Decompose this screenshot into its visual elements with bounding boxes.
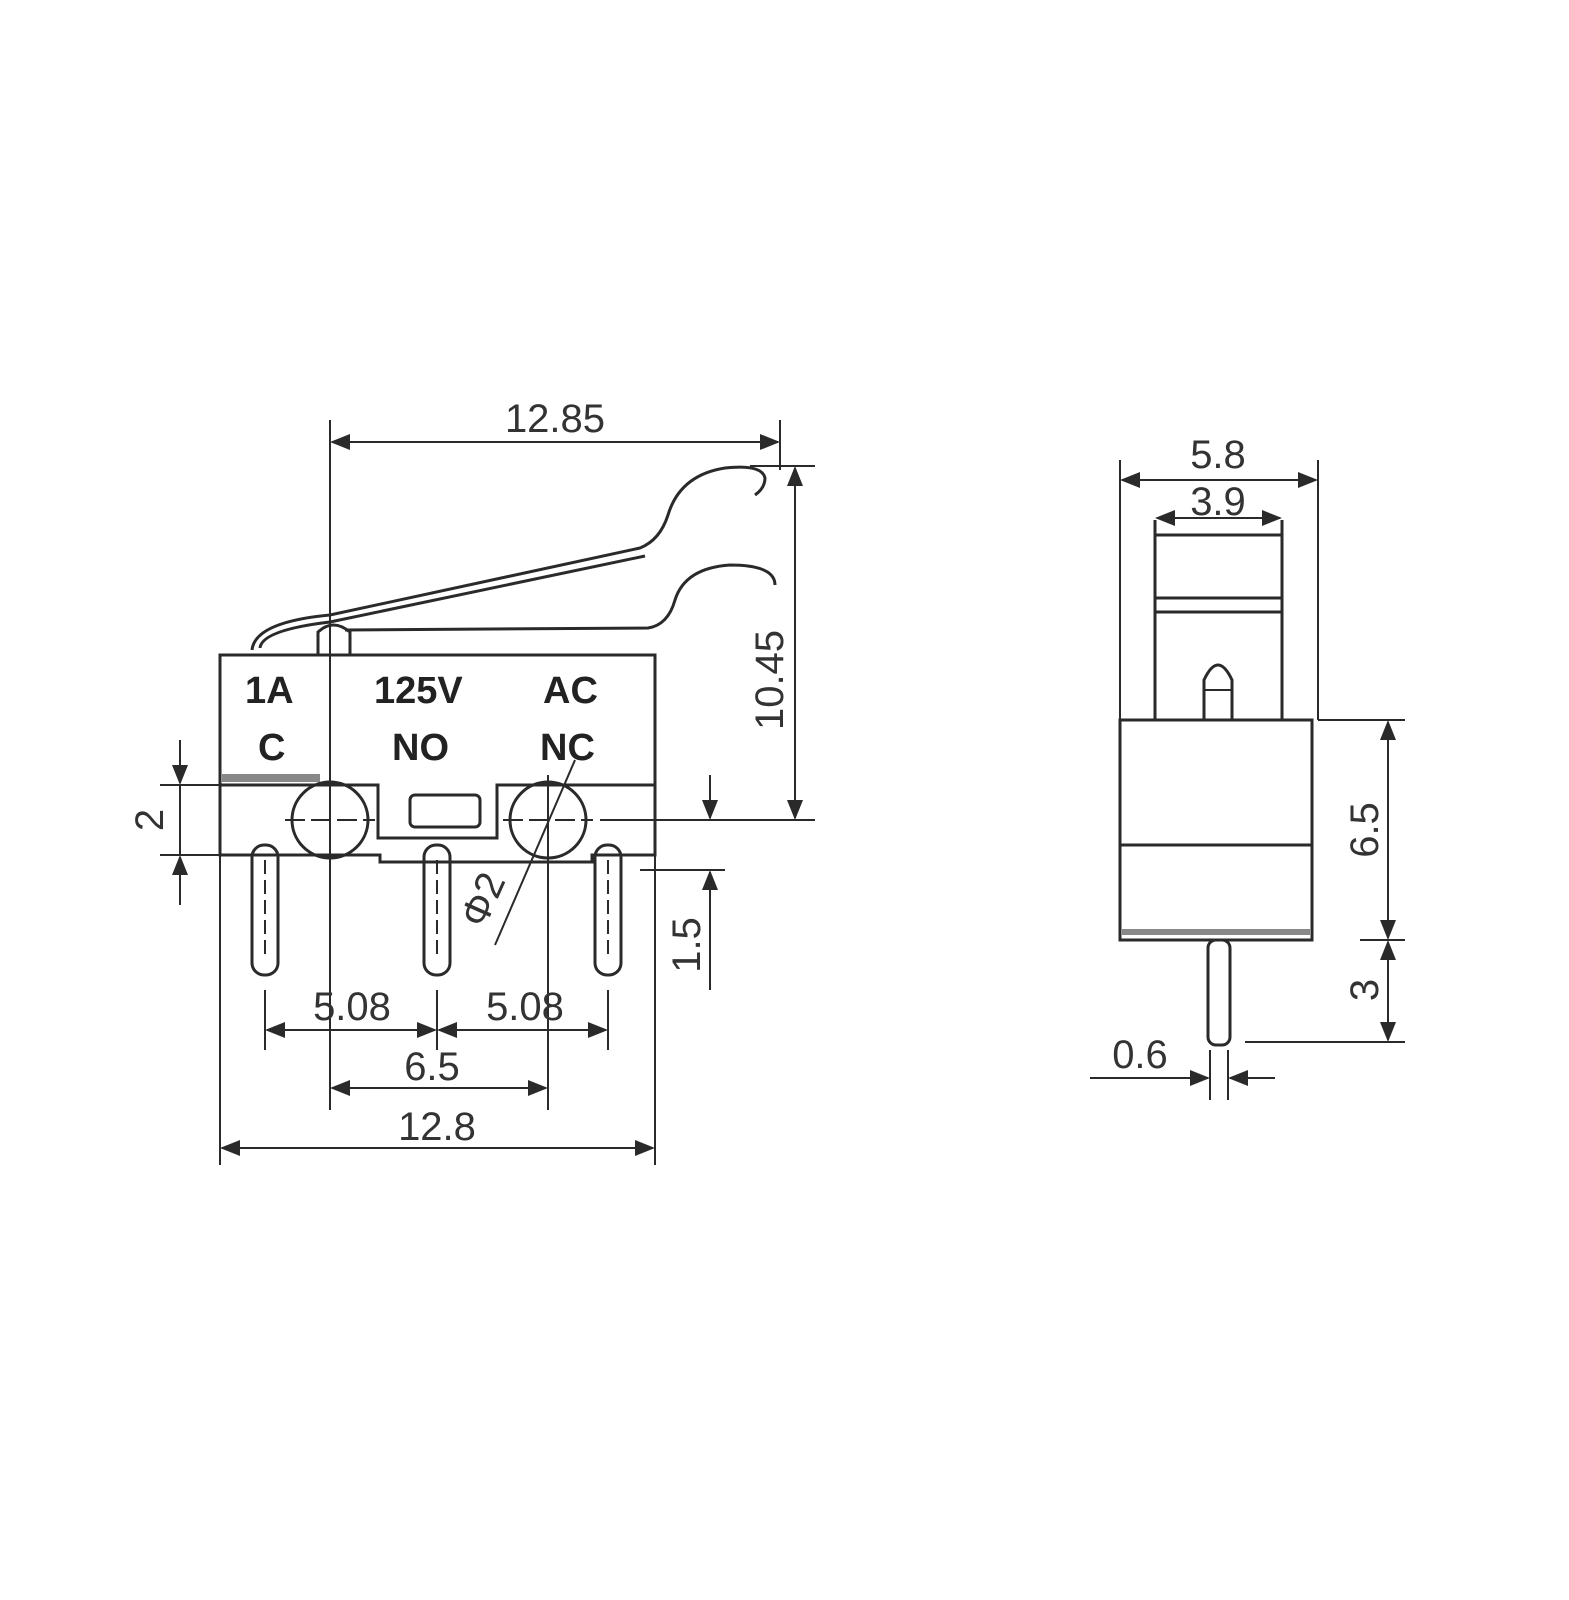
lever-spring: [344, 563, 777, 632]
dim-side-width: 5.8: [1190, 433, 1246, 477]
switch-body: [218, 653, 657, 864]
dim-pin-offset: 1.5: [665, 917, 709, 973]
label-no: NO: [392, 727, 449, 769]
side-body: [1118, 718, 1314, 942]
pins: [250, 843, 623, 977]
label-nc: NC: [540, 727, 595, 769]
dim-side-body-height: 6.5: [1343, 802, 1387, 858]
plunger: [316, 623, 352, 655]
dim-hole-offset: 2: [128, 809, 172, 831]
body-channel: [220, 783, 655, 840]
dim-pin-pitch-left: 5.08: [313, 985, 391, 1029]
dim-pin-thickness: 0.6: [1112, 1033, 1168, 1077]
label-ac: AC: [543, 670, 598, 712]
lever-arm-inner: [258, 554, 646, 649]
side-pin: [1206, 938, 1232, 1047]
dim-hole-spacing: 6.5: [404, 1045, 460, 1089]
dim-height: 10.45: [748, 630, 792, 730]
dim-pin-pitch-right: 5.08: [486, 985, 564, 1029]
actuator-window: [408, 793, 482, 829]
lever-arm: [250, 465, 767, 651]
dim-inner-width: 3.9: [1190, 480, 1246, 524]
dim-pin-length: 3: [1343, 979, 1387, 1001]
side-plunger: [1202, 663, 1234, 720]
dim-lever-length: 12.85: [505, 397, 605, 441]
front-view: 1A 125V AC C NO NC 12.85 10.45 2 1.5 Φ2: [128, 397, 815, 1165]
label-common: C: [258, 727, 285, 769]
dim-body-width: 12.8: [398, 1105, 476, 1149]
label-current: 1A: [245, 670, 294, 712]
label-voltage: 125V: [374, 670, 463, 712]
side-view: 5.8 3.9 6.5 3 0.6: [1090, 433, 1405, 1100]
